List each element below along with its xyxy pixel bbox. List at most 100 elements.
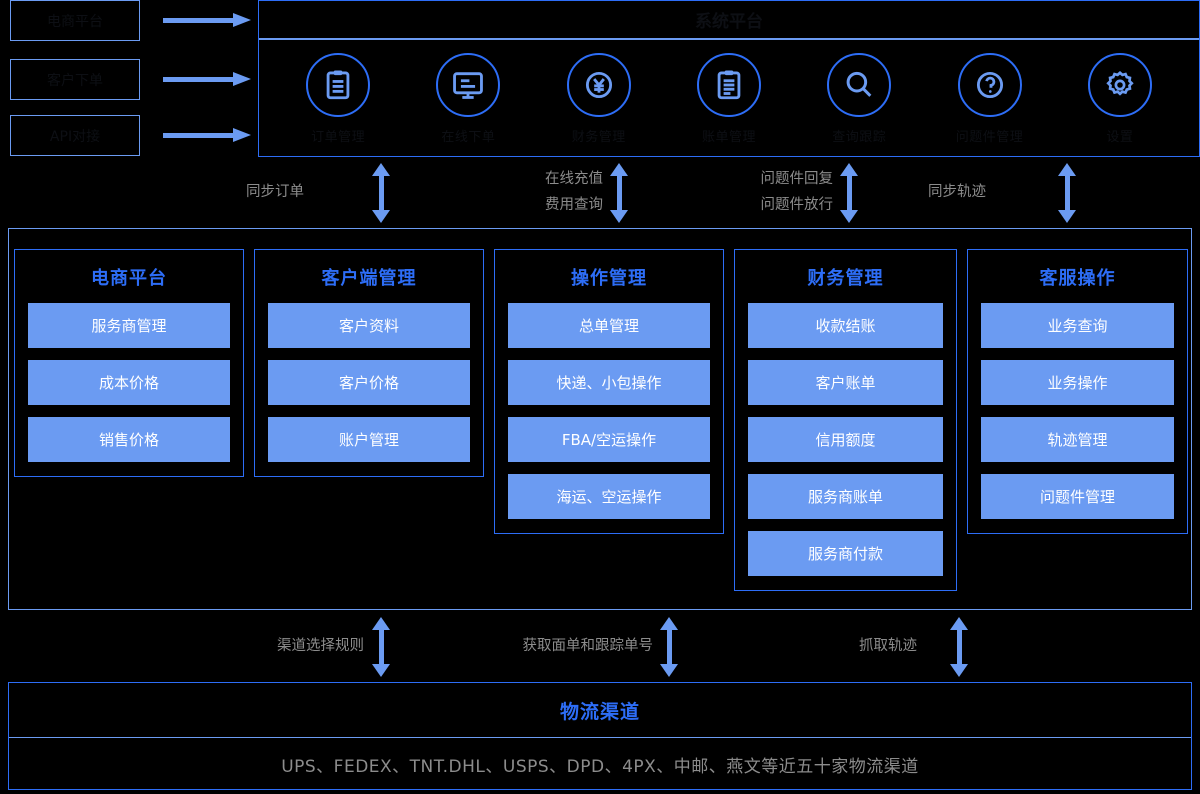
flow-label-problem-reply: 问题件回复 [760, 171, 834, 187]
source-box-label: 电商平台 [47, 13, 103, 30]
arrow-head [233, 128, 251, 142]
clipboard-icon [306, 53, 371, 117]
icon-cell-finance[interactable]: 财务管理 [540, 53, 658, 145]
icon-cell-online-order[interactable]: 在线下单 [409, 53, 527, 145]
icon-label: 查询跟踪 [832, 130, 887, 145]
module-chip[interactable]: FBA/空运操作 [508, 417, 710, 462]
source-box-2: API对接 [10, 115, 140, 156]
icon-row: 订单管理 在线下单 [259, 40, 1199, 158]
column-title: 客服操作 [1039, 268, 1116, 289]
arrow-head-down [840, 210, 858, 223]
arrow-head-down [610, 210, 628, 223]
module-chip[interactable]: 业务查询 [981, 303, 1174, 348]
icon-label: 问题件管理 [955, 130, 1024, 145]
module-chip[interactable]: 客户资料 [268, 303, 470, 348]
icon-label: 账单管理 [701, 130, 756, 145]
module-column-ecommerce: 电商平台 服务商管理 成本价格 销售价格 [14, 249, 244, 477]
icon-cell-settings[interactable]: 设置 [1061, 53, 1179, 145]
flow-label-problem-release: 问题件放行 [760, 197, 834, 213]
modules-container: 电商平台 服务商管理 成本价格 销售价格 客户端管理 客户资料 客户价格 账户管… [8, 228, 1192, 610]
arrow-head-down [1058, 210, 1076, 223]
logistics-channel-panel: 物流渠道 UPS、FEDEX、TNT.DHL、USPS、DPD、4PX、中邮、燕… [8, 682, 1192, 790]
arrow-shaft [378, 171, 384, 215]
arrow-shaft [846, 171, 852, 215]
arrow-shaft [378, 625, 384, 669]
arrow-head-up [1058, 163, 1076, 176]
arrow-head-up [950, 617, 968, 630]
double-arrow-vertical-icon [610, 163, 628, 223]
arrow-shaft [956, 625, 962, 669]
module-chip[interactable]: 问题件管理 [981, 474, 1174, 519]
source-box-label: 客户下单 [47, 72, 103, 89]
module-chip[interactable]: 服务商账单 [748, 474, 943, 519]
module-chip[interactable]: 账户管理 [268, 417, 470, 462]
arrow-shaft [1064, 171, 1070, 215]
module-chip[interactable]: 客户账单 [748, 360, 943, 405]
arrow-head [233, 13, 251, 27]
arrow-head [233, 72, 251, 86]
module-column-finance: 财务管理 收款结账 客户账单 信用额度 服务商账单 服务商付款 [734, 249, 957, 591]
source-box-label: API对接 [49, 128, 101, 145]
arrow-head-up [372, 163, 390, 176]
right-arrow-icon [163, 128, 253, 142]
double-arrow-vertical-icon [1058, 163, 1076, 223]
page-title: 系统平台 [695, 12, 763, 32]
double-arrow-vertical-icon [372, 163, 390, 223]
arrow-head-down [660, 664, 678, 677]
arrow-head-down [372, 210, 390, 223]
module-chip[interactable]: 成本价格 [28, 360, 230, 405]
arrow-shaft [616, 171, 622, 215]
yen-currency-icon [566, 53, 631, 117]
top-panel: 系统平台 订单管理 [258, 0, 1200, 157]
flow-label-get-label-tracking: 获取面单和跟踪单号 [522, 638, 654, 654]
icon-label: 订单管理 [311, 130, 366, 145]
icon-cell-problem[interactable]: 问题件管理 [931, 53, 1049, 145]
icon-cell-order[interactable]: 订单管理 [279, 53, 397, 145]
icon-label: 设置 [1106, 130, 1134, 145]
source-box-1: 客户下单 [10, 59, 140, 100]
right-arrow-icon [163, 72, 253, 86]
icon-cell-bill[interactable]: 账单管理 [670, 53, 788, 145]
search-icon [827, 53, 892, 117]
gear-icon [1087, 53, 1152, 117]
module-column-customer-service: 客服操作 业务查询 业务操作 轨迹管理 问题件管理 [967, 249, 1188, 534]
icon-label: 财务管理 [571, 130, 626, 145]
arrow-head-up [840, 163, 858, 176]
module-chip[interactable]: 服务商付款 [748, 531, 943, 576]
module-chip[interactable]: 服务商管理 [28, 303, 230, 348]
icon-cell-search[interactable]: 查询跟踪 [800, 53, 918, 145]
right-arrow-icon [163, 13, 253, 27]
double-arrow-vertical-icon [372, 617, 390, 677]
module-chip[interactable]: 收款结账 [748, 303, 943, 348]
arrow-head-up [610, 163, 628, 176]
flow-label-online-recharge: 在线充值 [545, 171, 603, 187]
arrow-shaft [666, 625, 672, 669]
question-mark-icon [957, 53, 1022, 117]
module-chip[interactable]: 海运、空运操作 [508, 474, 710, 519]
double-arrow-vertical-icon [950, 617, 968, 677]
flow-label-sync-track: 同步轨迹 [928, 184, 986, 200]
double-arrow-vertical-icon [840, 163, 858, 223]
arrow-head-down [950, 664, 968, 677]
arrow-head-up [660, 617, 678, 630]
double-arrow-vertical-icon [660, 617, 678, 677]
icon-label: 在线下单 [441, 130, 496, 145]
module-chip[interactable]: 信用额度 [748, 417, 943, 462]
monitor-icon [436, 53, 501, 117]
column-title: 操作管理 [571, 268, 647, 289]
module-chip[interactable]: 总单管理 [508, 303, 710, 348]
arrow-shaft [163, 77, 235, 82]
logistics-channel-title: 物流渠道 [9, 683, 1191, 738]
module-column-operations: 操作管理 总单管理 快递、小包操作 FBA/空运操作 海运、空运操作 [494, 249, 724, 534]
column-title: 电商平台 [91, 268, 167, 289]
module-chip[interactable]: 销售价格 [28, 417, 230, 462]
module-chip[interactable]: 快递、小包操作 [508, 360, 710, 405]
arrow-shaft [163, 133, 235, 138]
module-chip[interactable]: 轨迹管理 [981, 417, 1174, 462]
arrow-head-down [372, 664, 390, 677]
module-chip[interactable]: 业务操作 [981, 360, 1174, 405]
column-title: 财务管理 [807, 268, 884, 289]
flow-label-fetch-track: 抓取轨迹 [859, 638, 917, 654]
module-chip[interactable]: 客户价格 [268, 360, 470, 405]
flow-label-channel-rule: 渠道选择规则 [277, 638, 364, 654]
